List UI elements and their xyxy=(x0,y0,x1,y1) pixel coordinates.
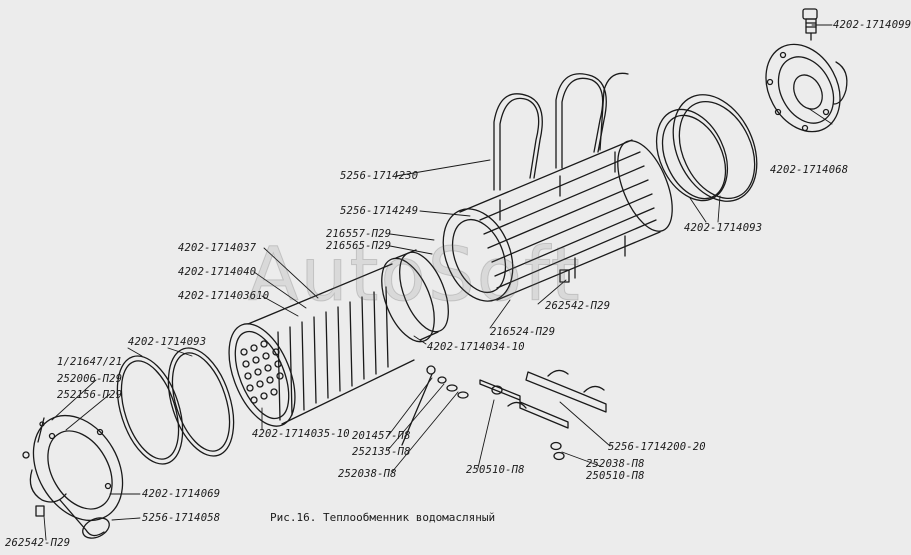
left-bolts-part xyxy=(22,417,45,459)
label-5256-1714058: 5256-1714058 xyxy=(142,512,221,524)
label-252006-p29: 252006-П29 xyxy=(57,373,123,385)
label-201457-p8: 201457-П8 xyxy=(352,430,411,442)
figure-caption: Рис.16. Теплообменник водомасляный xyxy=(270,511,496,524)
label-262542-p29-right: 262542-П29 xyxy=(545,300,611,312)
right-cover-part xyxy=(765,43,848,133)
label-5256-1714200-20: 5256-1714200-20 xyxy=(608,441,706,453)
left-gaskets-part xyxy=(116,347,235,465)
label-4202-1714068: 4202-1714068 xyxy=(770,164,849,176)
label-262542-p29-left: 262542-П29 xyxy=(5,537,71,549)
label-4202-1714040: 4202-1714040 xyxy=(178,266,257,278)
label-250510-p8-mid: 250510-П8 xyxy=(466,464,525,476)
label-4202-1714099: 4202-1714099 xyxy=(833,19,911,31)
label-4202-1714034-10: 4202-1714034-10 xyxy=(427,341,525,353)
label-4202-1714069: 4202-1714069 xyxy=(142,488,221,500)
label-4202-1714035-10: 4202-1714035-10 xyxy=(252,428,350,440)
label-216524-p29: 216524-П29 xyxy=(490,326,556,338)
label-5256-1714230: 5256-1714230 xyxy=(340,170,419,182)
label-5256-1714249: 5256-1714249 xyxy=(340,205,419,217)
brackets-part xyxy=(479,369,607,429)
label-252038-p8-left: 252038-П8 xyxy=(338,468,397,480)
label-216565-p29: 216565-П29 xyxy=(326,240,392,252)
leader-lines xyxy=(43,24,833,541)
label-4202-1714093-right: 4202-1714093 xyxy=(684,222,763,234)
tube-bundle-part xyxy=(228,263,415,427)
housing-part xyxy=(442,139,673,302)
left-cover-part xyxy=(29,414,124,539)
label-252038-p8-right: 252038-П8 xyxy=(586,458,645,470)
label-1-21647-21: 1/21647/21 xyxy=(57,356,123,368)
label-4202-171403610: 4202-171403610 xyxy=(178,290,270,302)
label-216557-p29: 216557-П29 xyxy=(326,228,392,240)
bolts-part xyxy=(401,365,565,461)
label-250510-p8-right: 250510-П8 xyxy=(586,470,645,482)
label-252135-p8: 252135-П8 xyxy=(352,446,411,458)
right-gaskets-part xyxy=(655,94,758,202)
label-4202-1714037: 4202-1714037 xyxy=(178,242,257,254)
straps-part xyxy=(493,72,629,191)
drain-plug-part xyxy=(802,8,818,41)
label-252156-p29: 252156-П29 xyxy=(57,389,123,401)
core-part xyxy=(381,249,449,343)
label-4202-1714093-left: 4202-1714093 xyxy=(128,336,207,348)
